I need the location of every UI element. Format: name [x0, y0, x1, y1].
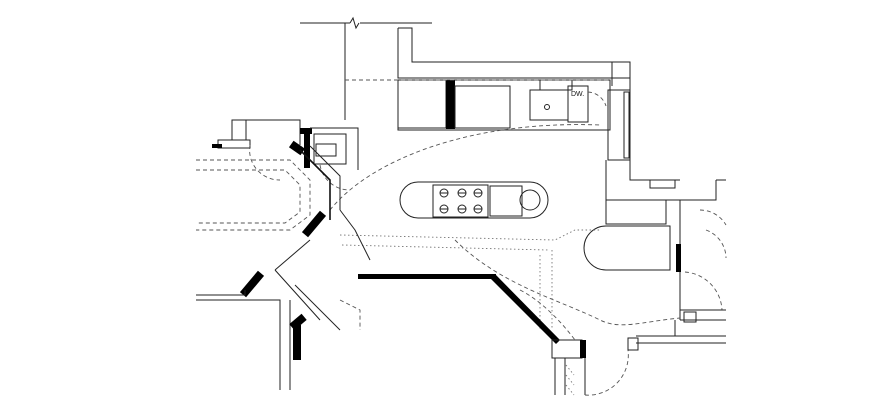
overhead-outline — [329, 79, 681, 341]
right-cabinets — [583, 160, 727, 344]
cooktop — [432, 184, 489, 218]
cooktop-burner-icon — [439, 188, 483, 214]
lower-walls — [196, 209, 639, 396]
dishwasher-label: DW. — [571, 91, 584, 98]
left-walls — [196, 119, 359, 238]
upper-walls — [300, 16, 631, 160]
sink-icon — [544, 104, 550, 110]
kitchen-island — [399, 181, 549, 219]
counter-run: DW. — [397, 79, 631, 161]
